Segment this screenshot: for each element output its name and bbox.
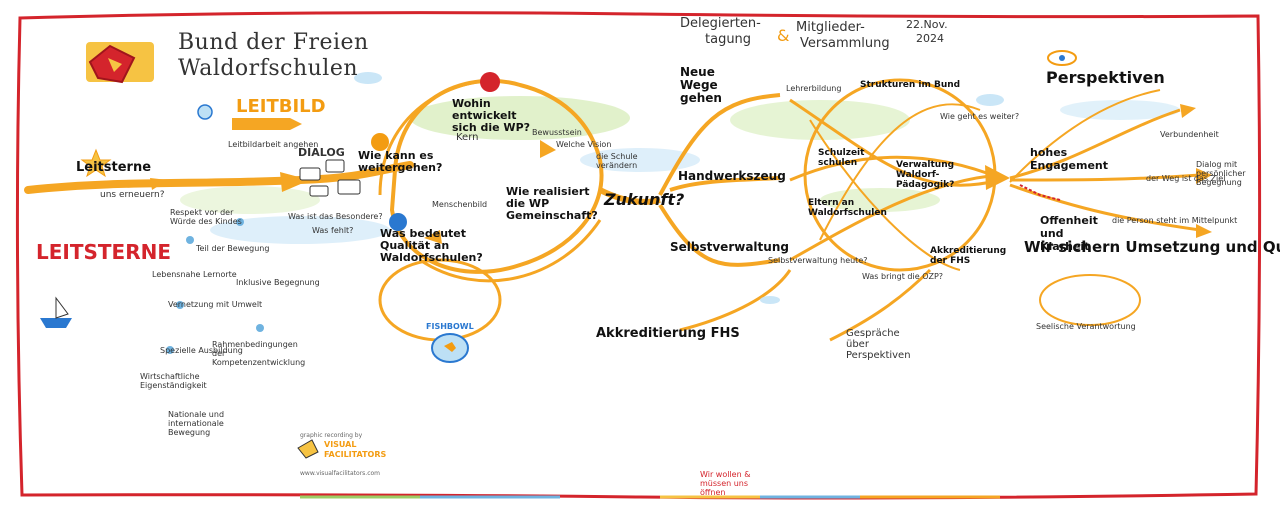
event-title-c: Mitglieder-: [796, 20, 865, 35]
akkr-small-heading: Akkreditierung der FHS: [930, 246, 1007, 266]
zukunft-heading: Zukunft?: [604, 190, 685, 209]
note-vision: Welche Vision: [556, 140, 612, 149]
event-title-a: Delegierten-: [680, 16, 761, 31]
leitbild-arrow: [232, 118, 302, 130]
green-wash: [410, 96, 630, 140]
note-oeffnen: Wir wollen & müssen uns öffnen: [700, 470, 751, 497]
note-lernorte: Lebensnahe Lernorte: [152, 270, 237, 279]
leitbild-sub: Leitbildarbeit angehen: [228, 140, 319, 149]
eltern-heading: Eltern an Waldorfschulen: [808, 198, 887, 218]
eye-icon: [1047, 50, 1077, 66]
schulzeit-heading: Schulzeit schulen: [818, 148, 865, 168]
credits-company-b: FACILITATORS: [324, 450, 387, 459]
credits-url: www.visualfacilitators.com: [300, 470, 381, 477]
red-frame: [15, 11, 1262, 500]
event-date-b: 2024: [916, 32, 944, 45]
leitbild-heading: LEITBILD: [236, 96, 326, 117]
handwerk-heading: Handwerkszeug: [678, 169, 786, 183]
event-date-a: 22.Nov.: [906, 18, 948, 31]
blue-star-icons: [166, 218, 264, 354]
question-gemeinschaft: Wie realisiert die WP Gemeinschaft?: [506, 185, 598, 222]
note-wirtschaft: Wirtschaftliche Eigenständigkeit: [140, 372, 207, 390]
note-inklusive: Inklusive Begegnung: [236, 278, 320, 287]
blue-dot-icon: [389, 213, 407, 231]
note-ausbildung: Spezielle Ausbildung: [160, 346, 243, 355]
note-selbstverw-heute: Selbstverwaltung heute?: [768, 256, 868, 265]
main-flow-arrow: [24, 161, 414, 194]
note-bewusstsein: Bewusstsein: [532, 128, 582, 137]
note-person: die Person steht im Mittelpunkt: [1112, 216, 1238, 225]
note-kern: Kern: [456, 132, 479, 143]
note-verbundenheit: Verbundenheit: [1160, 130, 1219, 139]
note-national: Nationale und internationale Bewegung: [168, 410, 225, 437]
event-title-d: Versammlung: [800, 36, 890, 51]
gespraeche-heading: Gespräche über Perspektiven: [846, 328, 911, 361]
fishbowl-heading: FISHBOWL: [426, 322, 474, 331]
verantwortung-loop: [1039, 274, 1141, 326]
seelische-heading: Seelische Verantwortung: [1036, 322, 1136, 331]
note-dialog: Dialog mit persönlicher Begegnung: [1196, 160, 1246, 187]
question-qualitaet: Was bedeutet Qualität an Waldorfschulen?: [380, 227, 483, 264]
speech-bubbles-icon: [299, 159, 361, 197]
note-umwelt: Vernetzung mit Umwelt: [168, 300, 263, 309]
note-weiter: Wie geht es weiter?: [940, 112, 1020, 121]
note-respekt: Respekt vor der Würde des Kindes: [170, 208, 242, 226]
question-wohin: Wohin entwickelt sich die WP?: [452, 97, 531, 134]
credits-by: graphic recording by: [300, 432, 363, 439]
akkr-arrow: [679, 269, 792, 332]
perspektiven-heading: Perspektiven: [1046, 68, 1165, 87]
event-amp: &: [777, 26, 790, 45]
note-menschenbild: Menschenbild: [432, 200, 488, 209]
chain-icon: [1019, 184, 1061, 201]
dialog-heading: DIALOG: [298, 146, 345, 159]
fishbowl-icon: [431, 333, 469, 363]
star-icon: [80, 148, 112, 178]
credits-logo-icon: [297, 439, 319, 459]
note-ozp: Was bringt die OZP?: [862, 272, 944, 281]
note-besondere: Was ist das Besondere?: [288, 212, 383, 221]
wir-sichern-heading: Wir sichern Umsetzung und Qualität: [1024, 238, 1280, 256]
note-weg-ziel: der Weg ist das Ziel: [1146, 174, 1226, 183]
neue-wege-heading: Neue Wege gehen: [680, 65, 722, 105]
event-title-b: tagung: [705, 32, 752, 47]
question-wie-kann: Wie kann es weitergehen?: [358, 149, 443, 174]
note-bewegung: Teil der Bewegung: [196, 244, 270, 253]
note-lehrerbildung: Lehrerbildung: [786, 84, 842, 93]
note-schule-veraendern: die Schule verändern: [596, 152, 638, 170]
strukturen-heading: Strukturen im Bund: [860, 80, 961, 90]
selbstverwaltung-heading: Selbstverwaltung: [670, 240, 789, 254]
erneuern-note: uns erneuern?: [100, 190, 165, 200]
credits-company-a: VISUAL: [324, 440, 357, 449]
akkreditierung-heading: Akkreditierung FHS: [596, 326, 740, 341]
red-dot-icon: [480, 72, 500, 92]
verwaltung-heading: Verwaltung Waldorf-Pädagogik?: [896, 160, 955, 190]
org-name-line1: Bund der Freien: [178, 30, 369, 55]
org-logo-icon: [86, 42, 154, 84]
offenheit-heading: Offenheit und Klarheit: [1040, 214, 1098, 253]
engagement-heading: hohes Engagement: [1030, 146, 1108, 172]
note-fehlt: Was fehlt?: [312, 226, 354, 235]
leitsterne-heading: LEITSTERNE: [36, 240, 171, 264]
lightbulb-icon: [197, 104, 213, 120]
boat-icon: [40, 296, 72, 328]
note-rahmen: Rahmenbedingungen der Kompetenzentwicklu…: [212, 340, 306, 367]
cloud-icons: [354, 72, 1004, 304]
org-name-line2: Waldorfschulen: [178, 56, 359, 81]
orange-dot-icon: [371, 133, 389, 151]
leitsterne-small: Leitsterne: [76, 160, 152, 175]
perspective-arrows: [1009, 108, 1181, 180]
flow-to-zukunft: [598, 187, 661, 205]
